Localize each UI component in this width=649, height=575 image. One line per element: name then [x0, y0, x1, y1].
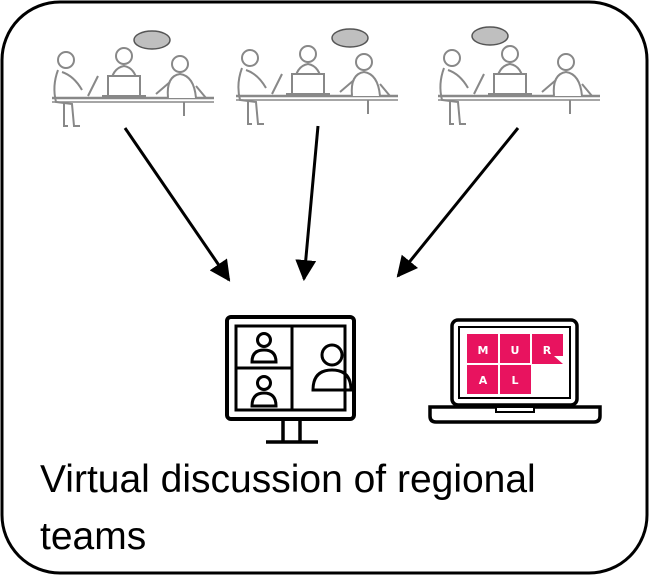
- caption-line-1: Virtual discussion of regional: [40, 458, 536, 501]
- mural-letter-u: U: [511, 344, 520, 357]
- speech-bubble-icon: [471, 26, 509, 46]
- speech-bubble-icon: [133, 30, 171, 50]
- team-meeting-icon: [436, 26, 602, 126]
- mural-letter-l: L: [511, 374, 518, 387]
- user-icon: [250, 375, 278, 408]
- user-icon: [311, 343, 353, 392]
- mural-logo-icon: M U R A L: [467, 334, 563, 394]
- caption-line-2: teams: [40, 515, 147, 558]
- mural-letter-r: R: [543, 344, 552, 357]
- team-meeting-icon: [50, 30, 216, 128]
- laptop-icon: M U R A L: [428, 318, 602, 424]
- arrow-icon: [295, 125, 320, 282]
- speech-bubble-icon: [331, 28, 369, 48]
- team-meeting-icon: [234, 28, 400, 126]
- video-conference-monitor-icon: [225, 315, 356, 444]
- mural-letter-a: A: [479, 374, 488, 387]
- arrow-icon: [396, 127, 520, 278]
- arrow-icon: [123, 127, 231, 282]
- user-icon: [250, 332, 278, 364]
- mural-letter-m: M: [478, 344, 489, 357]
